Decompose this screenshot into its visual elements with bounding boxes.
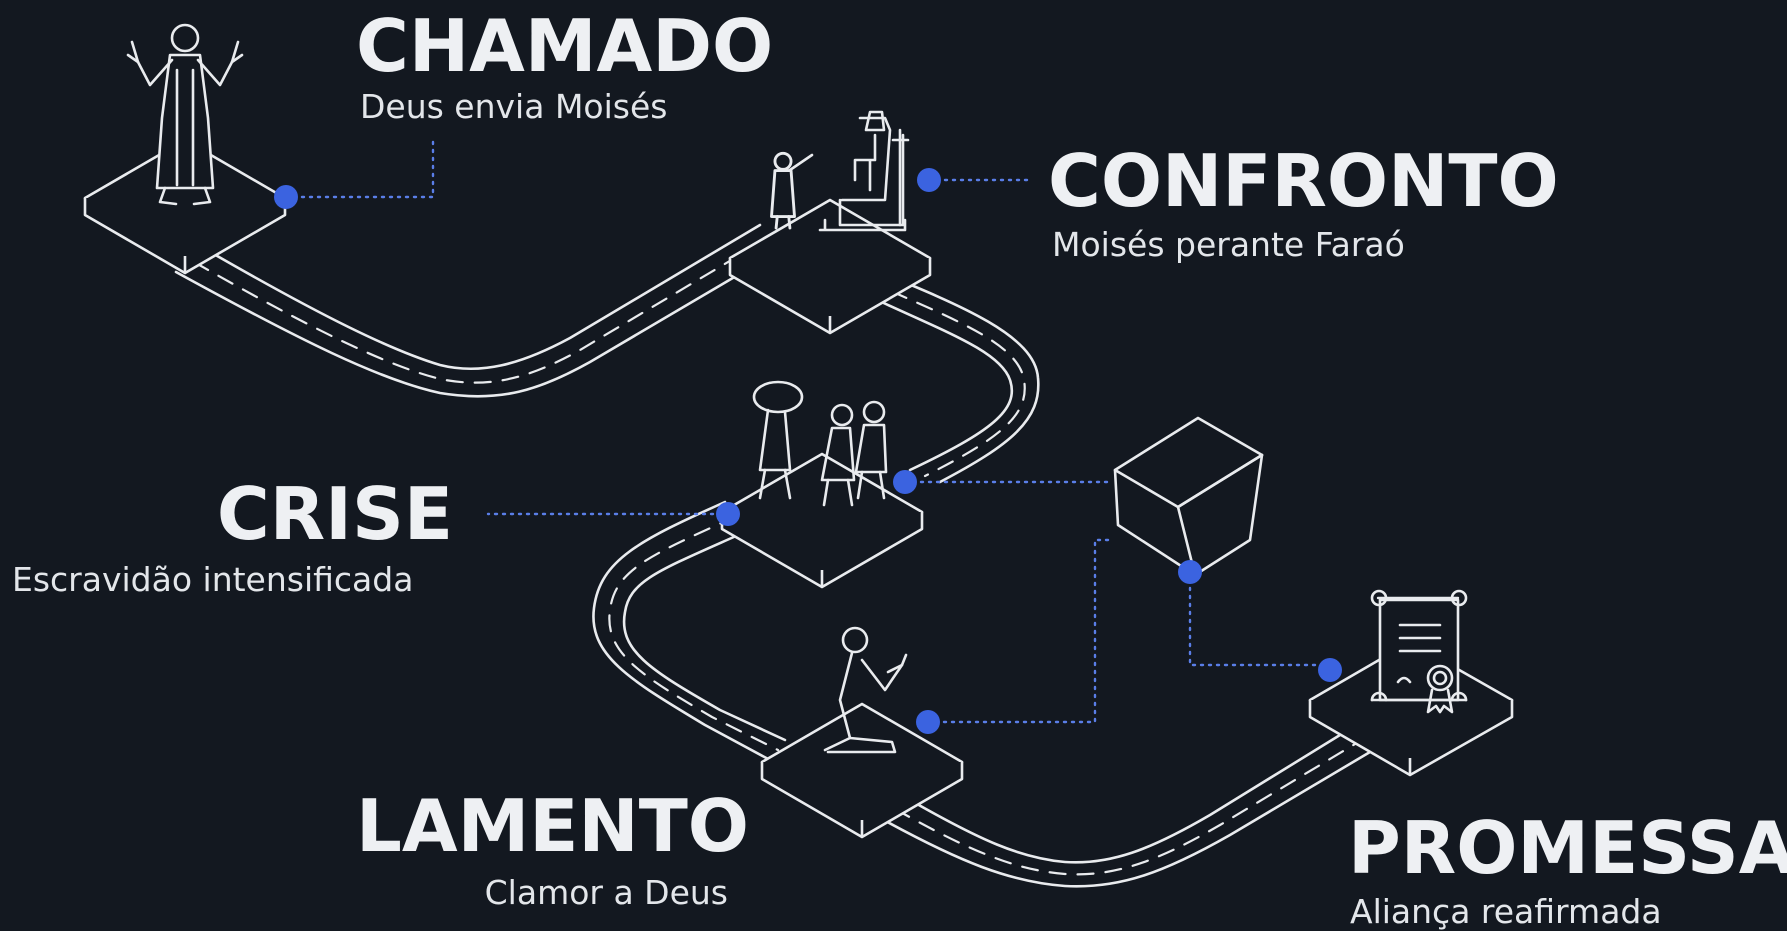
node-lamento: [916, 710, 940, 734]
platform-chamado: [83, 138, 287, 275]
stage-title-confronto: CONFRONTO: [1048, 139, 1559, 223]
praying-figure-icon: [126, 23, 244, 206]
stage-title-promessa: PROMESSA: [1348, 806, 1787, 890]
stage-subtitle-lamento: Clamor a Deus: [484, 873, 728, 912]
stage-title-chamado: CHAMADO: [356, 4, 774, 88]
platform-lamento: [760, 702, 964, 839]
connectors: [284, 138, 1332, 724]
node-crise-right: [893, 470, 917, 494]
node-confronto: [917, 168, 941, 192]
stage-subtitle-confronto: Moisés perante Faraó: [1052, 225, 1405, 264]
nodes: [274, 168, 1342, 734]
scroll-seal-icon: [1370, 589, 1468, 714]
node-crise: [716, 502, 740, 526]
stage-title-lamento: LAMENTO: [356, 784, 750, 868]
kneeling-figure-icon: [823, 626, 908, 754]
road: [174, 223, 1372, 888]
node-chamado: [274, 185, 298, 209]
laborers-icon: [752, 380, 888, 507]
stone-block-icon: [1113, 416, 1264, 577]
node-promessa: [1318, 658, 1342, 682]
platform-crise: [720, 452, 924, 589]
stage-title-crise: CRISE: [216, 472, 453, 556]
stage-subtitle-crise: Escravidão intensificada: [12, 560, 414, 599]
node-stone: [1178, 560, 1202, 584]
pharaoh-throne-icon: [770, 110, 910, 232]
stage-subtitle-promessa: Aliança reafirmada: [1350, 892, 1662, 931]
stage-subtitle-chamado: Deus envia Moisés: [360, 87, 668, 126]
